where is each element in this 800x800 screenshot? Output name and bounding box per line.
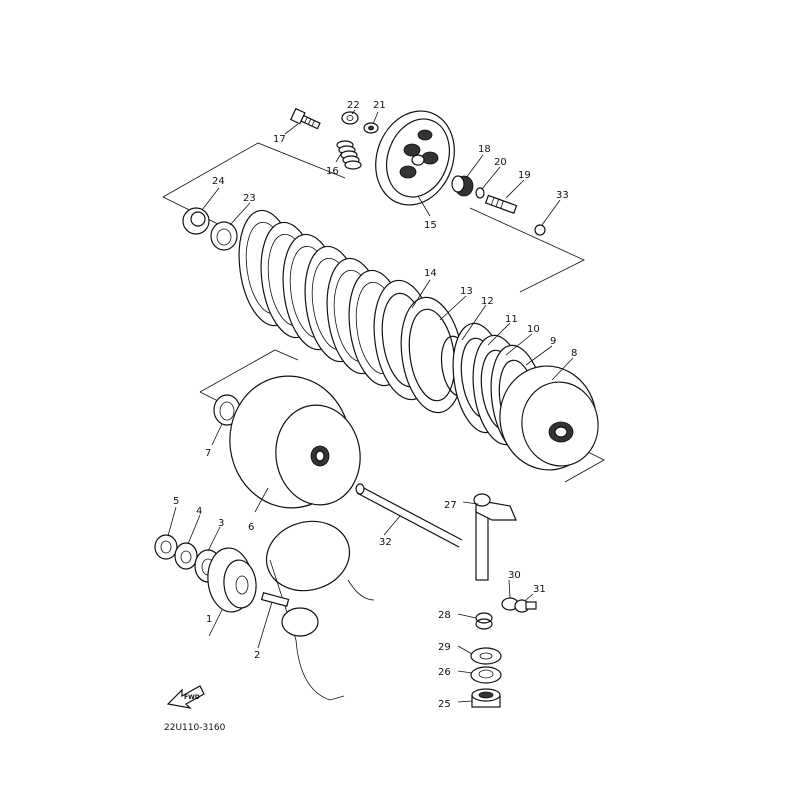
part-17-label: 17 <box>273 134 286 145</box>
part-26-label: 26 <box>438 667 451 678</box>
leader-lines <box>167 109 574 703</box>
part-22-label: 22 <box>347 100 360 111</box>
part-28-spring <box>475 612 493 630</box>
part-27-push-lever <box>473 493 517 581</box>
part-25-bearing <box>471 688 501 708</box>
part-1-label: 1 <box>206 614 212 625</box>
part-4-label: 4 <box>196 506 202 517</box>
part-23-lock-washer <box>210 221 238 251</box>
part-24-label: 24 <box>212 176 225 187</box>
part-2-label: 2 <box>254 650 260 661</box>
part-22-nut <box>341 111 359 125</box>
part-12-label: 12 <box>481 296 494 307</box>
part-20-label: 20 <box>494 157 507 168</box>
part-15-label: 15 <box>424 220 437 231</box>
figure-code: 22U110-3160 <box>164 723 226 733</box>
part-10-label: 10 <box>527 324 540 335</box>
part-16-springs <box>336 140 362 170</box>
part-21-label: 21 <box>373 100 386 111</box>
part-21-washer <box>363 122 379 134</box>
part-4-lock-washer <box>174 542 198 570</box>
part-15-pressure-plate <box>375 110 455 206</box>
part-5-label: 5 <box>173 496 179 507</box>
part-18-label: 18 <box>478 144 491 155</box>
forward-arrow-icon: FWD <box>166 685 205 709</box>
part-9-label: 9 <box>550 336 556 347</box>
part-27-label: 27 <box>444 500 457 511</box>
part-2-key <box>260 592 290 607</box>
fwd-label: FWD <box>184 694 200 701</box>
part-6-clutch-housing <box>229 375 361 509</box>
part-29-oil-seal <box>470 647 502 665</box>
part-30-label: 30 <box>508 570 521 581</box>
part-33-label: 33 <box>556 190 569 201</box>
part-23-label: 23 <box>243 193 256 204</box>
part-16-label: 16 <box>326 166 339 177</box>
part-25-label: 25 <box>438 699 451 710</box>
part-6-label: 6 <box>248 522 254 533</box>
part-33-ball <box>534 224 546 236</box>
part-20-o-ring <box>475 187 485 199</box>
part-14-label: 14 <box>424 268 437 279</box>
part-29-label: 29 <box>438 642 451 653</box>
crankshaft-outline <box>265 520 375 701</box>
part-31-screw <box>514 599 537 613</box>
part-32-shaft <box>355 483 463 548</box>
part-28-label: 28 <box>438 610 451 621</box>
part-8-label: 8 <box>571 348 577 359</box>
part-31-label: 31 <box>533 584 546 595</box>
part-18-push-plate <box>451 175 474 197</box>
part-5-nut <box>154 534 178 560</box>
upper-assembly-frame <box>162 142 585 293</box>
part-1-primary-gear <box>207 547 257 613</box>
part-3-label: 3 <box>218 518 224 529</box>
part-13-label: 13 <box>460 286 473 297</box>
part-number-labels: 1 2 3 4 5 6 7 8 9 10 11 12 13 14 15 16 1… <box>173 100 577 710</box>
part-26-washer <box>470 666 502 684</box>
part-24-nut <box>182 207 210 235</box>
part-7-label: 7 <box>205 448 211 459</box>
part-17-bolt <box>289 107 321 130</box>
part-19-push-rod <box>484 194 518 214</box>
part-32-label: 32 <box>379 537 392 548</box>
part-8-clutch-boss <box>499 365 599 471</box>
part-11-label: 11 <box>505 314 518 325</box>
part-19-label: 19 <box>518 170 531 181</box>
